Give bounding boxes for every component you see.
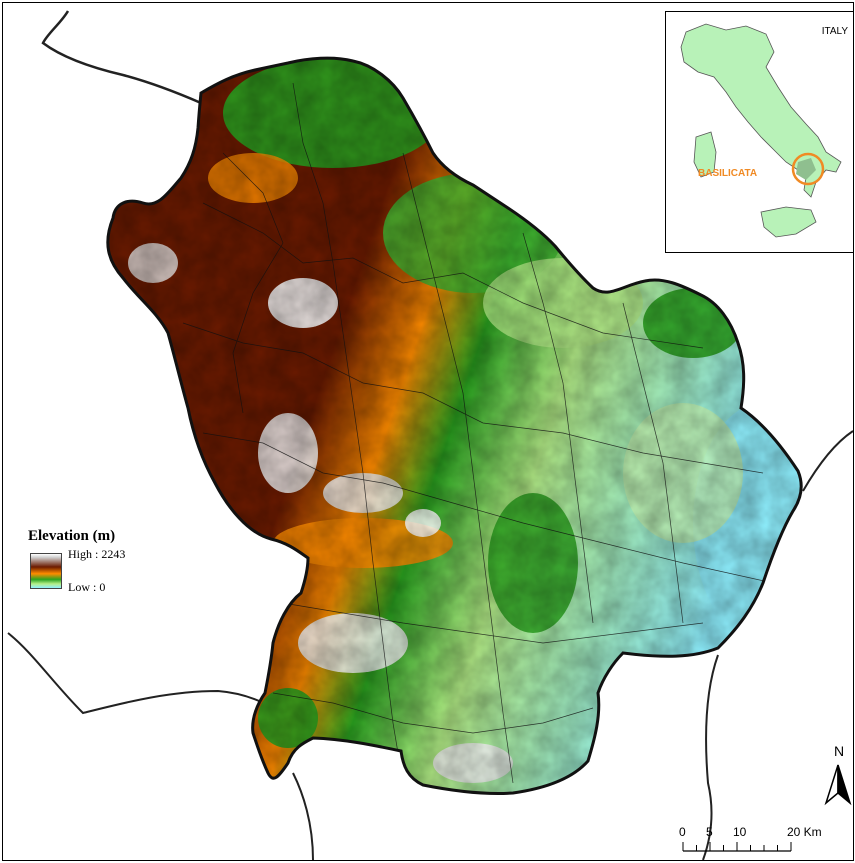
neighbor-boundary-south: [292, 772, 314, 860]
basilicata-boundary: [106, 56, 803, 796]
legend-title: Elevation (m): [28, 528, 116, 544]
legend-low-label: Low : 0: [68, 580, 106, 594]
italy-inset-map: ITALY BASILICATA: [665, 11, 853, 253]
italy-outline: [680, 23, 842, 238]
elevation-map: [7, 10, 853, 860]
elevation-legend: Elevation (m) High : 2243 Low : 0: [28, 528, 125, 594]
scale-label-0: 0: [679, 825, 686, 839]
neighbor-boundary-southeast: [702, 654, 719, 860]
basilicata-highlight-ring: [791, 152, 825, 186]
north-arrow-icon: [824, 764, 852, 806]
scale-bar: 0 5 10 20 Km: [675, 825, 835, 855]
neighbor-boundary-north: [41, 10, 202, 105]
inset-country-label: ITALY: [821, 26, 848, 37]
municipal-boundaries: [182, 82, 774, 784]
scale-label-5: 5: [706, 825, 713, 839]
legend-color-ramp: [30, 553, 62, 589]
scale-label-10: 10: [733, 825, 747, 839]
north-label: N: [834, 743, 845, 759]
inset-region-label: BASILICATA: [698, 168, 758, 179]
north-arrow: N: [823, 743, 853, 813]
scale-label-20: 20 Km: [787, 825, 822, 839]
neighbor-boundary-southwest: [7, 632, 274, 715]
scale-bar-icon: [682, 842, 792, 852]
legend-high-label: High : 2243: [68, 547, 126, 561]
neighbor-boundary-east: [802, 430, 853, 492]
